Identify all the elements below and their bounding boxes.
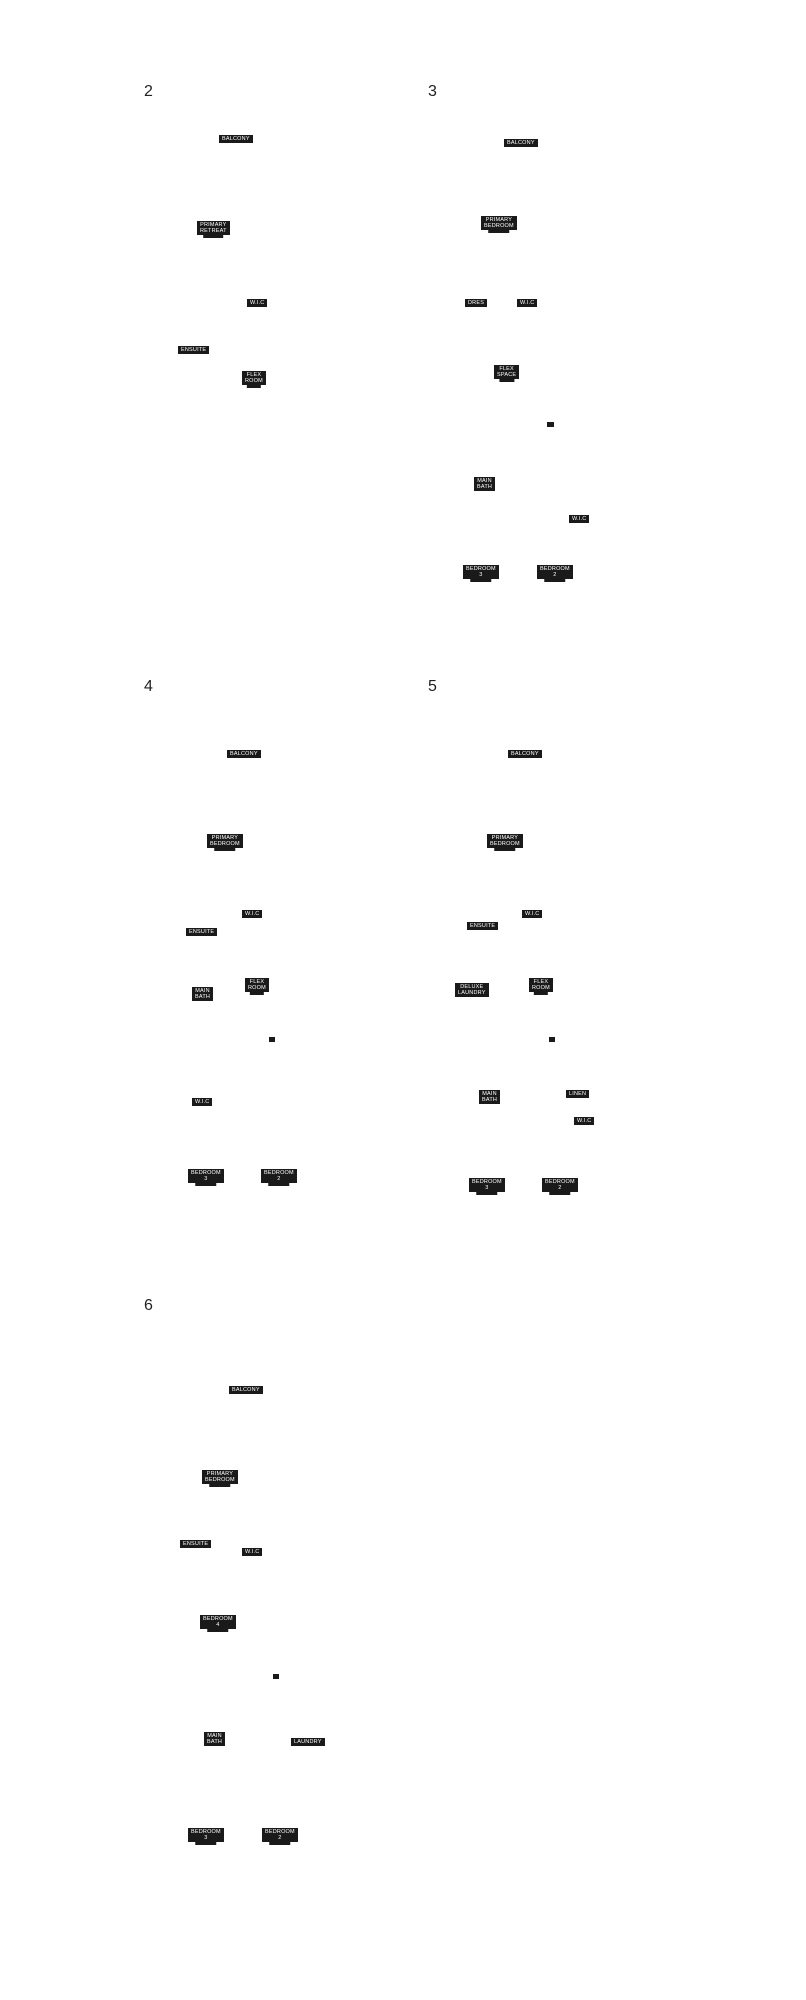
fridge-icon [547,422,554,427]
room-label-balcony[interactable]: BALCONY [504,139,538,147]
room-label-balcony[interactable]: BALCONY [227,750,261,758]
option-number: 3 [428,83,437,100]
area-tag [268,1183,290,1186]
room-label-ensuite[interactable]: ENSUITE [467,922,499,930]
area-tag [214,848,236,851]
room-label-flex-space[interactable]: FLEX SPACE [494,365,520,382]
option-number: 6 [144,1297,153,1314]
room-label-ensuite[interactable]: ENSUITE [186,928,218,936]
room-label-wic-2[interactable]: W.I.C [569,515,590,523]
room-label-bedroom-3[interactable]: BEDROOM 3 [463,565,499,582]
area-tag [269,1842,291,1845]
area-tag [544,579,566,582]
area-tag [476,1192,498,1195]
room-label-wic[interactable]: W.I.C [522,910,543,918]
room-label-bedroom-2[interactable]: BEDROOM 2 [262,1828,298,1845]
room-label-wic[interactable]: W.I.C [247,299,268,307]
room-label-bedroom-2[interactable]: BEDROOM 2 [261,1169,297,1186]
room-label-bedroom-4[interactable]: BEDROOM 4 [200,1615,236,1632]
option-number: 5 [428,678,437,695]
fridge-icon [549,1037,555,1042]
area-tag [470,579,492,582]
fridge-icon [273,1674,279,1679]
fridge-icon [269,1037,275,1042]
area-tag [246,385,262,388]
option-number: 2 [144,83,153,100]
area-tag [488,230,510,233]
room-label-wic-2[interactable]: W.I.C [192,1098,213,1106]
room-label-flex-room[interactable]: FLEX ROOM [529,978,553,995]
room-label-bedroom-2[interactable]: BEDROOM 2 [537,565,573,582]
room-label-wic[interactable]: W.I.C [517,299,538,307]
room-label-ensuite[interactable]: ENSUITE [178,346,210,354]
area-tag [209,1484,231,1487]
area-tag [195,1183,217,1186]
room-label-dres[interactable]: DRES [465,299,488,307]
room-label-bedroom-2[interactable]: BEDROOM 2 [542,1178,578,1195]
area-tag [533,992,549,995]
room-label-balcony[interactable]: BALCONY [229,1386,263,1394]
room-label-ensuite[interactable]: ENSUITE [180,1540,212,1548]
room-label-balcony[interactable]: BALCONY [508,750,542,758]
area-tag [249,992,265,995]
room-label-bedroom-3[interactable]: BEDROOM 3 [188,1828,224,1845]
room-label-wic[interactable]: W.I.C [242,910,263,918]
area-tag [207,1629,229,1632]
area-tag [549,1192,571,1195]
room-label-bedroom-3[interactable]: BEDROOM 3 [188,1169,224,1186]
room-label-balcony[interactable]: BALCONY [219,135,253,143]
option-number: 4 [144,678,153,695]
room-label-wic-2[interactable]: W.I.C [574,1117,595,1125]
area-tag [494,848,516,851]
room-label-flex-room[interactable]: FLEX ROOM [245,978,269,995]
room-label-linen[interactable]: LINEN [566,1090,590,1098]
area-tag [499,379,515,382]
room-label-laundry[interactable]: LAUNDRY [291,1738,325,1746]
room-label-bedroom-3[interactable]: BEDROOM 3 [469,1178,505,1195]
area-tag [203,235,224,238]
room-label-flex-room[interactable]: FLEX ROOM [242,371,266,388]
room-label-wic[interactable]: W.I.C [242,1548,263,1556]
area-tag [195,1842,217,1845]
